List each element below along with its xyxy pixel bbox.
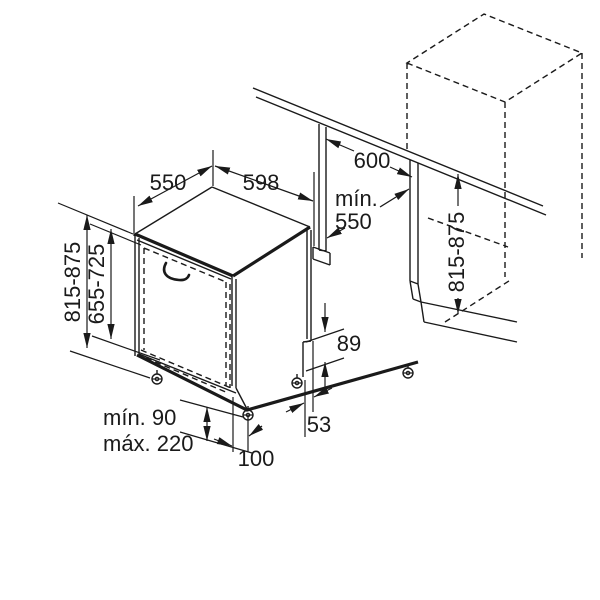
- dim-line-53-left: [285, 402, 305, 413]
- door-handle-icon: [162, 261, 191, 282]
- countertop-lines: [252, 87, 547, 216]
- dim-line-100-right: [248, 423, 264, 437]
- label-niche-depth-min-word: mín.: [335, 186, 378, 211]
- extension-lines: [57, 150, 345, 454]
- appliance-door-panel-dashed: [140, 247, 232, 394]
- appliance-right-rear-edge: [302, 228, 312, 377]
- dim-line-598: [214, 165, 314, 202]
- label-niche-height-right: 815-875: [444, 212, 469, 293]
- dim-line-53-right: [313, 387, 333, 398]
- dim-line-min550-back: [379, 188, 410, 208]
- foot-front-left-icon: [151, 369, 163, 385]
- dim-line-600-left: [325, 138, 355, 152]
- label-niche-depth-min-value: 550: [335, 209, 372, 234]
- dim-line-550: [137, 165, 213, 207]
- right-side-panel: [409, 160, 518, 343]
- label-base-rear-height: 89: [337, 331, 361, 356]
- dim-line-min550-front: [326, 227, 346, 239]
- label-door-panel-height: 655-725: [84, 244, 109, 325]
- niche-dashed-outline: [405, 13, 584, 323]
- appliance-base-floor-edge: [136, 353, 419, 412]
- label-plinth-max: máx. 220: [103, 431, 194, 456]
- label-rear-foot-offset: 53: [307, 412, 331, 437]
- label-appliance-height-left: 815-875: [60, 242, 85, 323]
- label-niche-width: 600: [354, 148, 391, 173]
- label-top-depth: 550: [150, 170, 187, 195]
- label-plinth-min: mín. 90: [103, 405, 176, 430]
- left-side-panel: [312, 124, 331, 266]
- foot-rear-right-icon: [291, 373, 303, 389]
- dim-line-100-left: [213, 437, 233, 447]
- label-top-width: 598: [243, 170, 280, 195]
- dim-line-600-right: [389, 166, 413, 178]
- label-front-foot-offset: 100: [238, 446, 275, 471]
- appliance-front-face-edges: [134, 234, 248, 410]
- appliance-top-back-edges: [134, 186, 311, 280]
- appliance-top-front-edges: [134, 225, 311, 278]
